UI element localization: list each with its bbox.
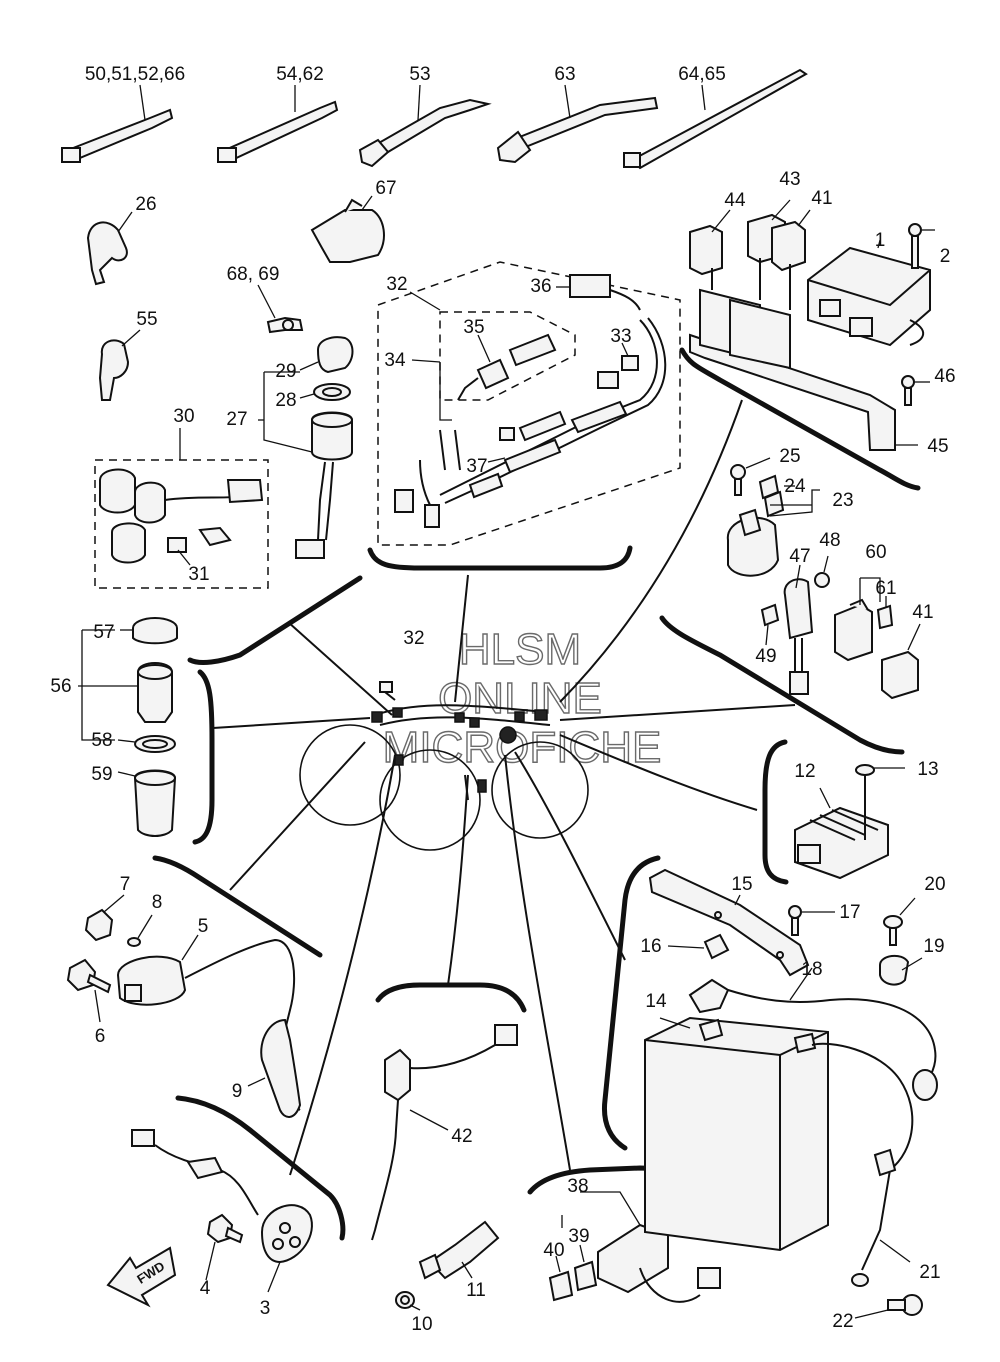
callout-61: 61: [875, 578, 896, 599]
callout-28: 28: [275, 390, 296, 411]
callout-26: 26: [135, 194, 156, 215]
main-harness-hub: [299, 681, 589, 851]
callout-32: 32: [386, 274, 407, 295]
callout-labels: 50,51,52,66 54,62 53 63 64,65 26 67 44 4…: [50, 64, 955, 1335]
battery-group: [644, 868, 938, 1319]
callout-20: 20: [924, 874, 945, 895]
callout-9: 9: [232, 1081, 243, 1102]
callout-11: 11: [466, 1280, 486, 1301]
sensor-group-left: [131, 1129, 313, 1293]
callout-12: 12: [794, 761, 815, 782]
callout-18: 18: [801, 959, 822, 980]
callout-41: 41: [811, 188, 832, 209]
ignition-switch-assembly: [257, 284, 354, 559]
callout-54-62: 54,62: [276, 64, 324, 85]
callout-14: 14: [645, 991, 667, 1012]
clamps: [86, 195, 385, 401]
callout-3: 3: [260, 1298, 271, 1319]
callout-43: 43: [779, 169, 800, 190]
callout-68-69: 68, 69: [227, 264, 280, 285]
callout-22: 22: [832, 1311, 853, 1332]
callout-56: 56: [50, 676, 71, 697]
sensor-42: [371, 1024, 518, 1241]
callout-19: 19: [923, 936, 944, 957]
callout-59: 59: [91, 764, 112, 785]
callout-17: 17: [839, 902, 860, 923]
callout-23: 23: [832, 490, 853, 511]
switch-11: [395, 1220, 500, 1311]
callout-34: 34: [384, 350, 406, 371]
callout-1: 1: [875, 230, 886, 251]
callout-27: 27: [226, 409, 247, 430]
callout-37: 37: [466, 456, 487, 477]
callout-38: 38: [567, 1176, 588, 1197]
ecu-group: [689, 199, 935, 451]
callout-58: 58: [91, 730, 112, 751]
callout-6: 6: [95, 1026, 106, 1047]
callout-29: 29: [275, 361, 296, 382]
callout-8: 8: [152, 892, 163, 913]
callout-47: 47: [789, 546, 810, 567]
forward-direction-arrow: FWD: [106, 1246, 177, 1308]
callout-30: 30: [173, 406, 194, 427]
callout-53: 53: [409, 64, 430, 85]
cdi-group: [548, 1191, 721, 1303]
callout-55: 55: [136, 309, 157, 330]
callout-64-65: 64,65: [678, 64, 726, 85]
callout-60: 60: [865, 542, 886, 563]
group-brackets: [152, 347, 921, 1241]
watermark: HLSM ONLINE MICROFICHE: [382, 624, 662, 772]
callout-31: 31: [188, 564, 209, 585]
callout-39: 39: [568, 1226, 589, 1247]
callout-67: 67: [375, 178, 396, 199]
callout-63: 63: [554, 64, 575, 85]
callout-33: 33: [610, 326, 631, 347]
callout-15: 15: [731, 874, 752, 895]
callout-36: 36: [530, 276, 551, 297]
starter-relay-group: [726, 457, 820, 577]
callout-50-51-52-66: 50,51,52,66: [85, 64, 185, 85]
callout-7: 7: [120, 874, 131, 895]
callout-10: 10: [411, 1314, 432, 1335]
callout-24: 24: [784, 476, 806, 497]
callout-40: 40: [543, 1240, 564, 1261]
callout-48: 48: [819, 530, 840, 551]
callout-16: 16: [640, 936, 661, 957]
ignition-coil-group: [66, 894, 302, 1118]
callout-41b: 41: [912, 602, 933, 623]
callout-46: 46: [934, 366, 955, 387]
sub-harness-box: [377, 261, 681, 546]
callout-49: 49: [755, 646, 776, 667]
callout-13: 13: [917, 759, 938, 780]
cable-ties: [61, 68, 808, 170]
callout-44: 44: [724, 190, 746, 211]
callout-42: 42: [451, 1126, 472, 1147]
rectifier-regulator: [794, 764, 905, 880]
accessory-socket-group: [78, 617, 178, 837]
callout-25: 25: [779, 446, 800, 467]
callout-5: 5: [198, 916, 209, 937]
watermark-line-1: HLSM: [459, 625, 581, 674]
callout-21: 21: [919, 1262, 940, 1283]
relay-group: [760, 555, 921, 700]
fuse-group: [94, 428, 269, 589]
callout-32b: 32: [403, 628, 424, 649]
callout-2: 2: [940, 246, 951, 267]
callout-57: 57: [93, 622, 114, 643]
callout-4: 4: [200, 1278, 211, 1299]
callout-45: 45: [927, 436, 948, 457]
callout-35: 35: [463, 317, 484, 338]
